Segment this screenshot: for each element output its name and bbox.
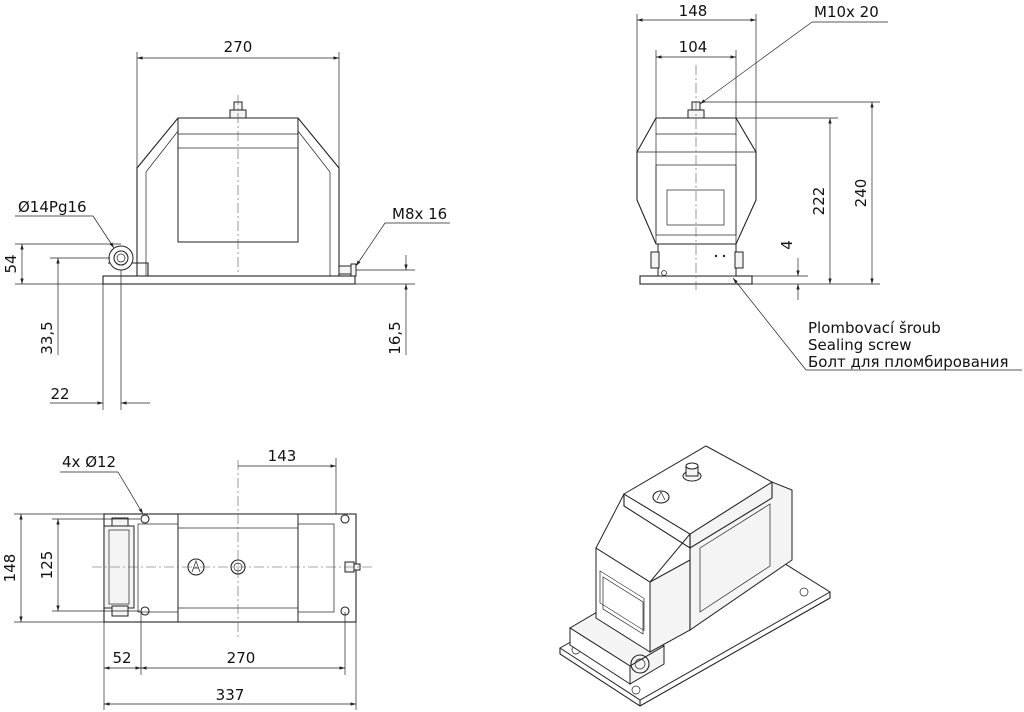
- label-sealing-ru: Болт для пломбирования: [808, 353, 1009, 371]
- isometric-view: [559, 445, 831, 707]
- dim-side-width-104: 104: [679, 38, 708, 56]
- dim-pg-thread: Ø14Pg16: [18, 198, 87, 216]
- dim-top-337: 337: [216, 686, 245, 704]
- dim-top-148: 148: [1, 554, 19, 583]
- dim-holes: 4x Ø12: [62, 453, 116, 471]
- dim-m10-thread: M10x 20: [814, 3, 879, 21]
- dim-offset-22: 22: [50, 385, 69, 403]
- dim-height-16-5: 16,5: [386, 321, 404, 354]
- side-view: [636, 14, 1022, 371]
- dim-height-54: 54: [2, 254, 20, 273]
- dim-front-width: 270: [224, 38, 253, 56]
- dim-top-270: 270: [227, 649, 256, 667]
- dim-side-width-148: 148: [679, 2, 708, 20]
- dim-height-240: 240: [852, 179, 870, 208]
- dim-height-33-5: 33,5: [38, 321, 56, 354]
- dim-height-222: 222: [810, 187, 828, 216]
- top-view: [14, 458, 375, 710]
- dim-m8-thread: M8x 16: [392, 205, 447, 223]
- label-sealing-en: Sealing screw: [808, 336, 911, 354]
- dim-height-4: 4: [778, 240, 796, 250]
- front-view: [15, 52, 450, 410]
- dim-top-143: 143: [268, 447, 297, 465]
- dim-top-52: 52: [112, 649, 131, 667]
- label-sealing-cz: Plombovací šroub: [808, 319, 941, 337]
- dim-top-125: 125: [38, 551, 56, 580]
